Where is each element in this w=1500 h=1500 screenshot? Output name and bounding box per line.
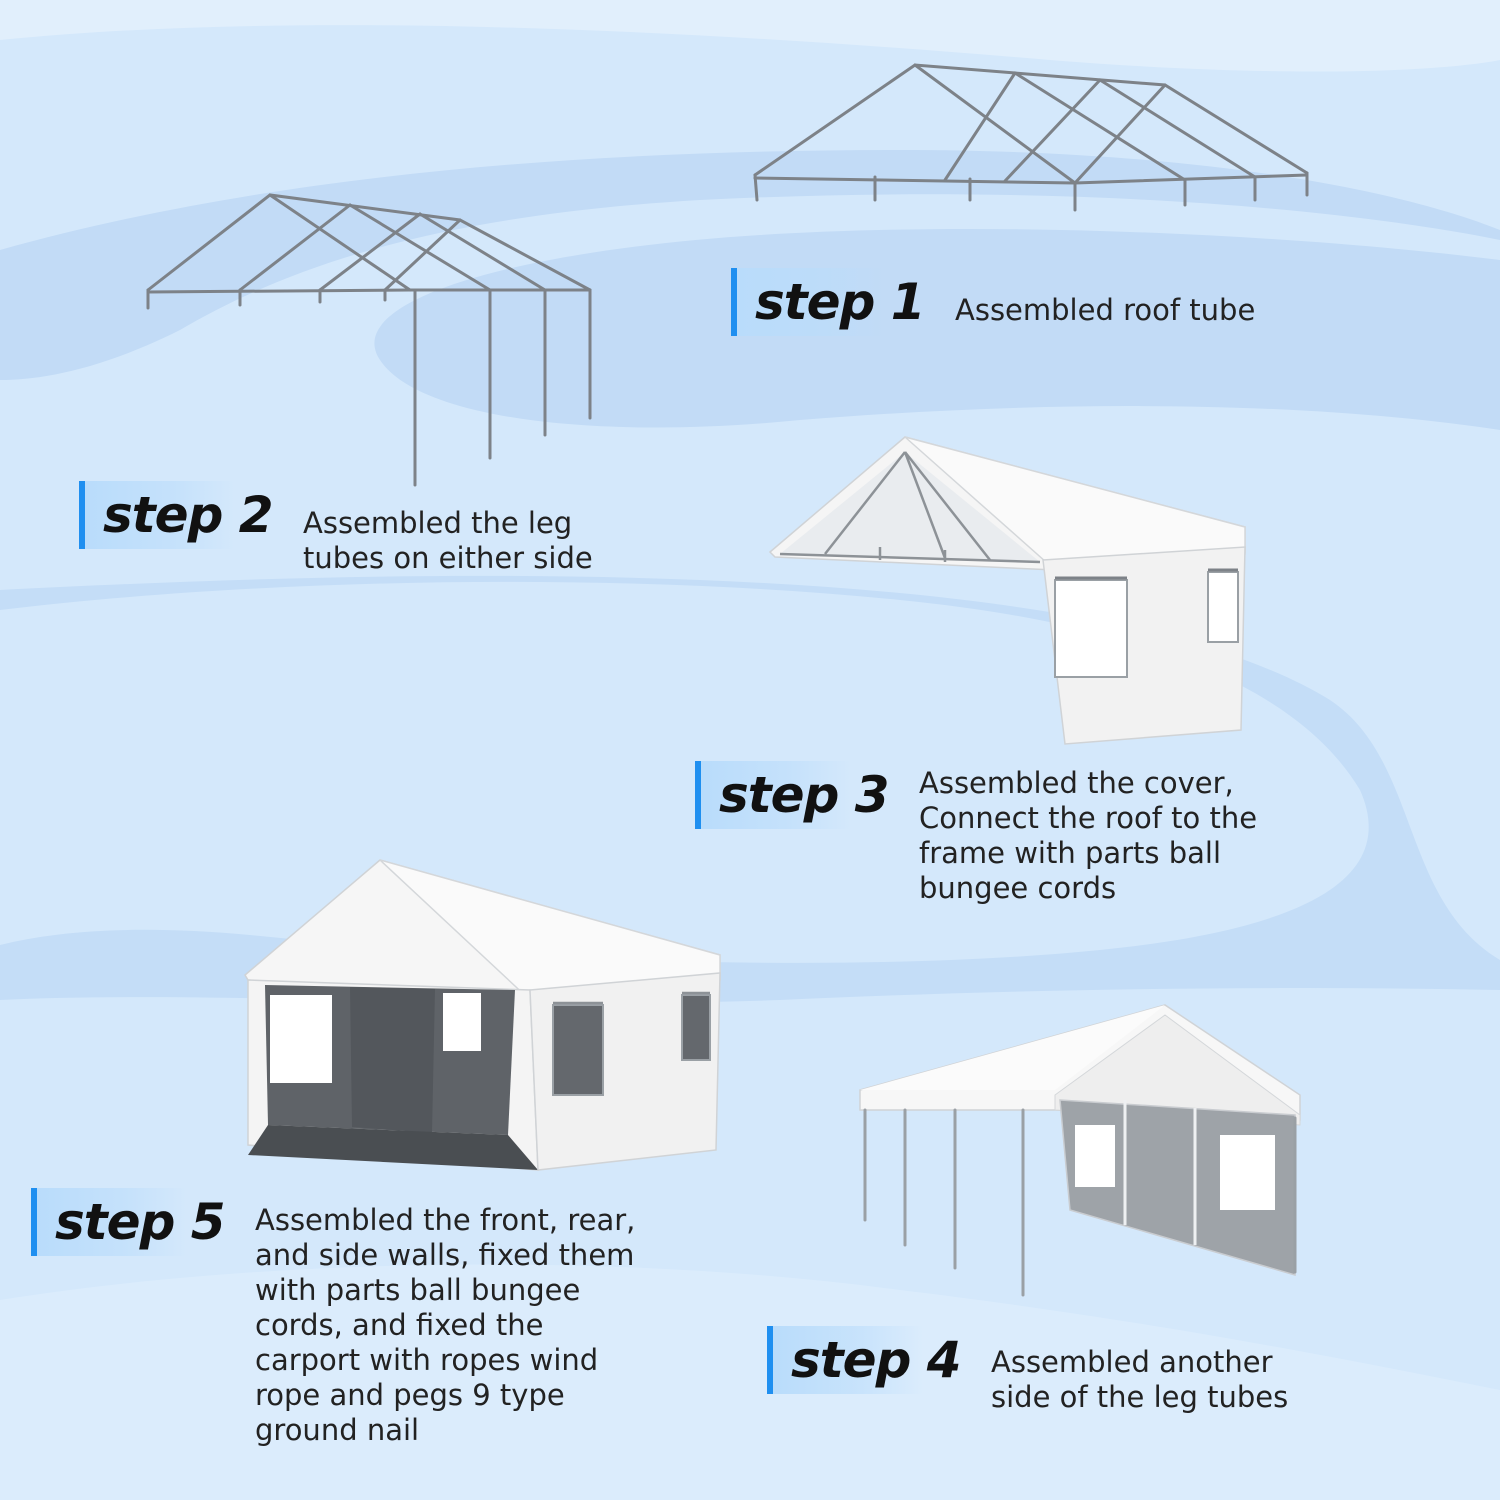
- enclosed-carport-icon: [244, 859, 721, 1171]
- frame-with-legs-icon: [146, 193, 592, 487]
- accent-bar: [767, 1326, 773, 1394]
- step-2-tag: step 2: [79, 481, 274, 549]
- step-2-label: step 2: [103, 486, 274, 544]
- accent-bar: [731, 268, 737, 336]
- step-1-label: step 1: [755, 273, 926, 331]
- roof-frame-icon: [753, 63, 1309, 212]
- step-5-tag: step 5: [31, 1188, 226, 1256]
- step-2-description: Assembled the leg tubes on either side: [303, 506, 593, 575]
- accent-bar: [695, 761, 701, 829]
- step-1-tag: step 1: [731, 268, 926, 336]
- step-4-description: Assembled another side of the leg tubes: [991, 1345, 1289, 1414]
- step-3-description: Assembled the cover, Connect the roof to…: [919, 766, 1258, 905]
- step-4-tag: step 4: [767, 1326, 962, 1394]
- accent-bar: [79, 481, 85, 549]
- step-3-label: step 3: [719, 766, 890, 824]
- step-5-description: Assembled the front, rear, and side wall…: [255, 1203, 636, 1447]
- covered-roof-with-side-wall-icon: [768, 436, 1246, 745]
- step-4-label: step 4: [791, 1331, 962, 1389]
- canopy-with-legs-icon: [859, 1004, 1301, 1297]
- step-3-tag: step 3: [695, 761, 890, 829]
- accent-bar: [31, 1188, 37, 1256]
- step-1-description: Assembled roof tube: [955, 293, 1256, 327]
- step-5-label: step 5: [55, 1193, 226, 1251]
